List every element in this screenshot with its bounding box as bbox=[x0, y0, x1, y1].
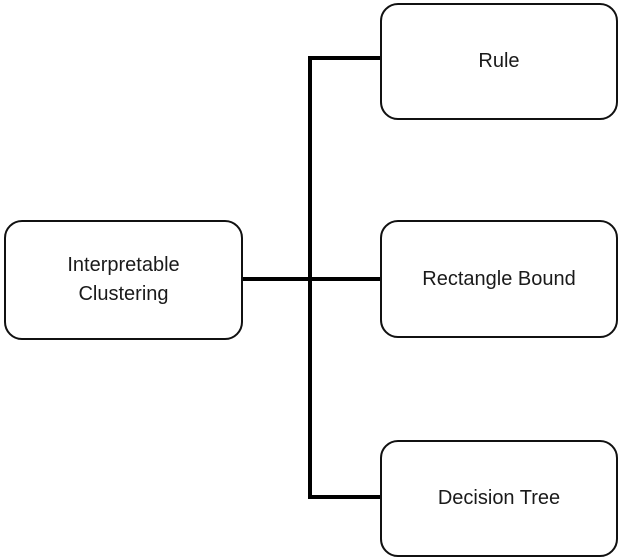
edge-trunk-vertical bbox=[308, 56, 312, 499]
node-label: Rule bbox=[478, 50, 520, 72]
node-rectangle-bound: Rectangle Bound bbox=[380, 220, 618, 338]
node-label: Decision Tree bbox=[437, 487, 561, 509]
node-label: Rectangle Bound bbox=[422, 267, 576, 290]
node-rule: Rule bbox=[380, 3, 618, 120]
node-interpretable-clustering: Interpretable Clustering bbox=[4, 220, 243, 340]
node-decision-tree: Decision Tree bbox=[380, 440, 618, 557]
edge-trunk-to-decision-tree bbox=[310, 495, 380, 499]
node-label: Interpretable Clustering bbox=[67, 254, 180, 305]
edge-trunk-to-rule bbox=[310, 56, 380, 60]
